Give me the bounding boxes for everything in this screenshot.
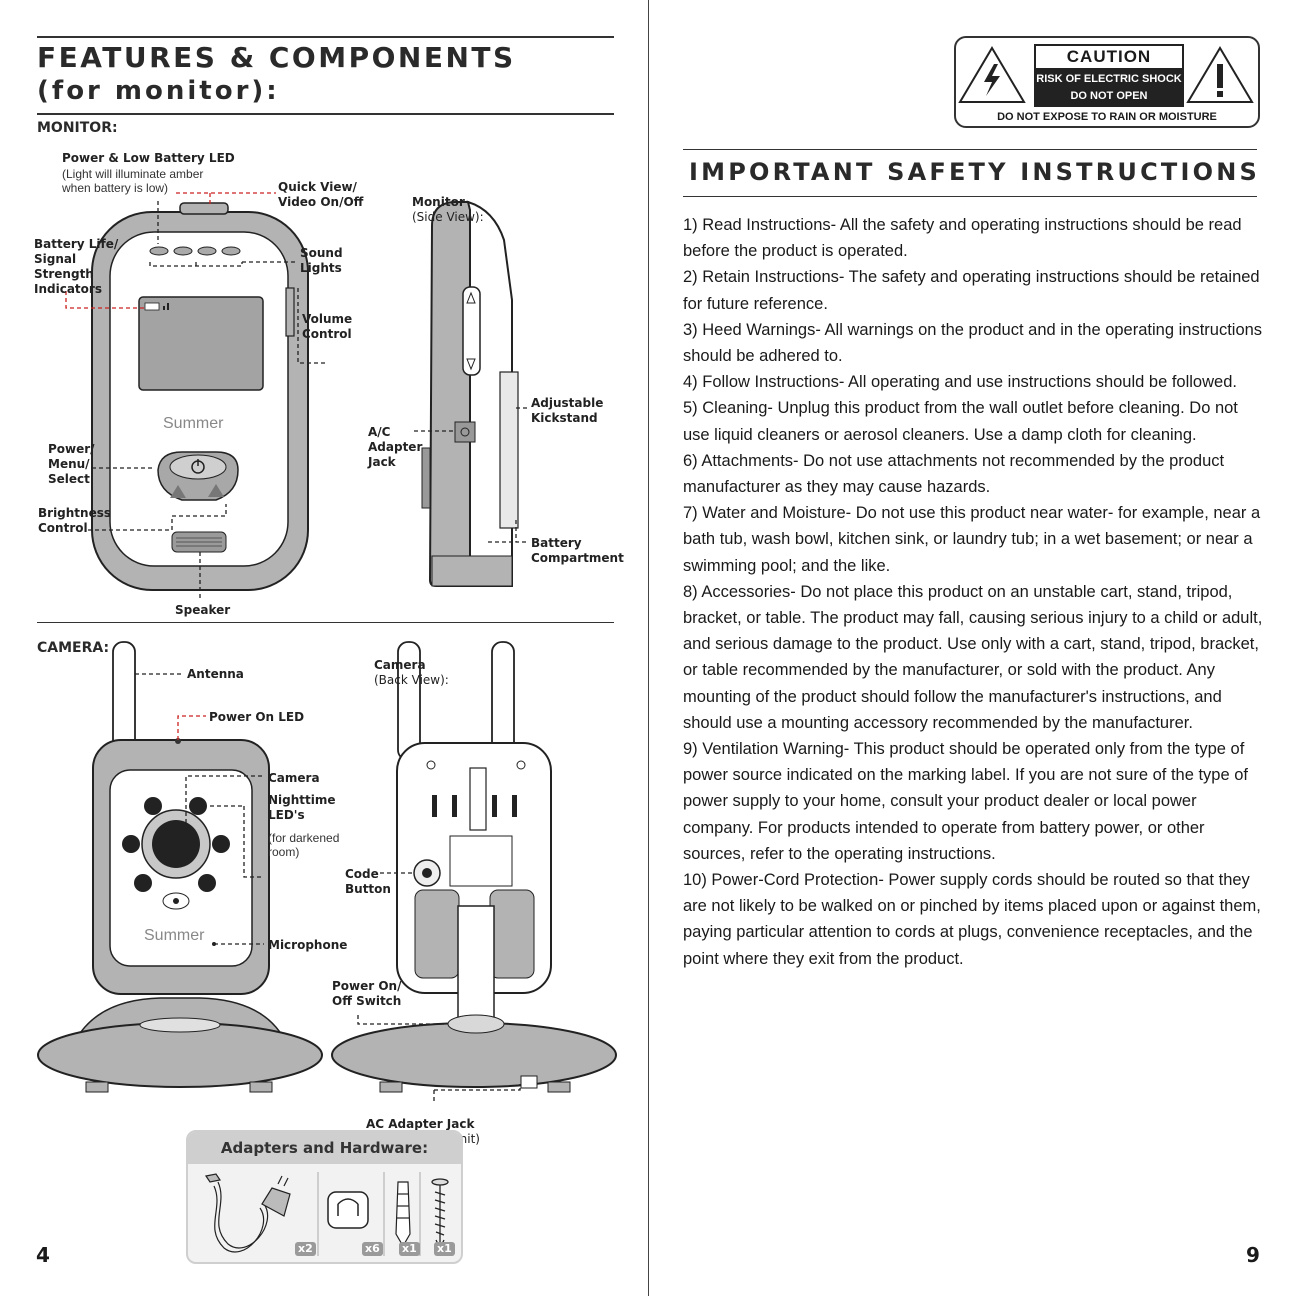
- label-power-menu: Power/ Menu/ Select: [48, 442, 95, 486]
- ac-jack-title: AC Adapter Jack: [366, 1117, 475, 1131]
- monitor-side-heading: Monitor (Side View):: [412, 180, 484, 225]
- page-number-left: 4: [36, 1243, 50, 1267]
- safety-item: 6) Attachments- Do not use attachments n…: [683, 451, 1225, 497]
- camera-section-rule: [37, 622, 614, 623]
- label-microphone: Microphone: [268, 938, 348, 952]
- camera-back-title: Camera: [374, 658, 426, 672]
- camera-front-illustration: [37, 641, 323, 1093]
- camera-back-subtitle: (Back View):: [374, 673, 449, 687]
- label-camera: Camera: [268, 771, 320, 785]
- safety-item: 4) Follow Instructions- All operating an…: [683, 373, 1237, 392]
- camera-back-illustration: [331, 641, 617, 1093]
- safety-item: 7) Water and Moisture- Do not use this p…: [683, 504, 1261, 575]
- qty-wall-anchor: x1: [399, 1242, 420, 1256]
- caution-label: CAUTION RISK OF ELECTRIC SHOCK DO NOT OP…: [954, 36, 1260, 128]
- label-volume: Volume Control: [302, 312, 353, 341]
- label-quick-view: Quick View/ Video On/Off: [278, 180, 364, 209]
- monitor-heading: MONITOR:: [37, 120, 118, 136]
- safety-instructions-list: 1) Read Instructions- All the safety and…: [683, 212, 1263, 972]
- safety-bottom-rule: [683, 196, 1257, 197]
- leader-lines: [65, 192, 528, 1104]
- label-nighttime-leds: Nighttime LED's: [268, 793, 336, 822]
- caution-line1: RISK OF ELECTRIC SHOCK: [1036, 73, 1182, 85]
- caution-line2: DO NOT OPEN: [1070, 90, 1148, 102]
- label-battery-compartment: Battery Compartment: [531, 536, 624, 565]
- qty-wall-clip: x6: [362, 1242, 383, 1256]
- label-nighttime-note: (for darkened room): [268, 831, 340, 859]
- safety-item: 2) Retain Instructions- The safety and o…: [683, 268, 1260, 313]
- qty-power-adapter: x2: [295, 1242, 316, 1256]
- monitor-side-illustration: [421, 200, 519, 587]
- label-power-led: Power & Low Battery LED: [62, 151, 235, 165]
- caution-title: CAUTION: [1034, 44, 1184, 70]
- features-subtitle: (for monitor):: [37, 76, 280, 106]
- safety-item: 10) Power-Cord Protection- Power supply …: [683, 871, 1261, 968]
- label-brightness: Brightness Control: [38, 506, 112, 535]
- monitor-side-subtitle: (Side View):: [412, 210, 484, 224]
- title-bottom-rule: [37, 113, 614, 115]
- label-sound-lights: Sound Lights: [300, 246, 343, 275]
- label-power-led-note: (Light will illuminate amber when batter…: [62, 167, 204, 195]
- safety-item: 8) Accessories- Do not place this produc…: [683, 582, 1263, 732]
- safety-item: 1) Read Instructions- All the safety and…: [683, 216, 1242, 261]
- hardware-heading: Adapters and Hardware:: [188, 1132, 461, 1164]
- camera-brand-logo: Summer: [144, 927, 205, 944]
- label-antenna: Antenna: [187, 667, 244, 681]
- label-power-switch: Power On/ Off Switch: [332, 979, 402, 1008]
- monitor-side-title: Monitor: [412, 195, 465, 209]
- safety-item: 9) Ventilation Warning- This product sho…: [683, 740, 1248, 863]
- safety-title: IMPORTANT SAFETY INSTRUCTIONS: [689, 158, 1260, 186]
- label-power-on-led: Power On LED: [209, 710, 305, 724]
- product-diagrams: [37, 192, 617, 1104]
- page-number-right: 9: [1246, 1243, 1260, 1267]
- features-title: FEATURES & COMPONENTS: [37, 41, 516, 74]
- label-ac-adapter-jack: A/C Adapter Jack: [368, 425, 423, 469]
- caution-bottom-text: DO NOT EXPOSE TO RAIN OR MOISTURE: [997, 111, 1217, 123]
- hardware-panel: Adapters and Hardware: x2 x6 x1 x: [186, 1130, 463, 1264]
- camera-heading: CAMERA:: [37, 640, 110, 656]
- safety-item: 5) Cleaning- Unplug this product from th…: [683, 399, 1238, 444]
- qty-screw: x1: [434, 1242, 455, 1256]
- page-divider: [648, 0, 649, 1296]
- label-battery-life: Battery Life/ Signal Strength Indicators: [34, 237, 119, 296]
- power-adapter-icon: [205, 1173, 291, 1253]
- wall-anchor-icon: [395, 1181, 411, 1248]
- safety-top-rule: [683, 149, 1257, 150]
- screw-icon: [431, 1178, 449, 1250]
- wall-mount-clip-icon: [327, 1191, 369, 1229]
- title-top-rule: [37, 36, 614, 38]
- exclamation-warning-icon: [1186, 46, 1254, 103]
- label-speaker: Speaker: [175, 603, 231, 617]
- label-kickstand: Adjustable Kickstand: [531, 396, 604, 425]
- label-code-button: Code Button: [345, 867, 391, 896]
- hardware-illustrations: [205, 1172, 449, 1256]
- monitor-front-illustration: [91, 202, 309, 591]
- camera-back-heading: Camera (Back View):: [374, 643, 449, 688]
- caution-warning-block: RISK OF ELECTRIC SHOCK DO NOT OPEN: [1034, 70, 1184, 107]
- monitor-brand-logo: Summer: [163, 415, 224, 432]
- lightning-warning-icon: [958, 46, 1026, 103]
- safety-item: 3) Heed Warnings- All warnings on the pr…: [683, 320, 1263, 366]
